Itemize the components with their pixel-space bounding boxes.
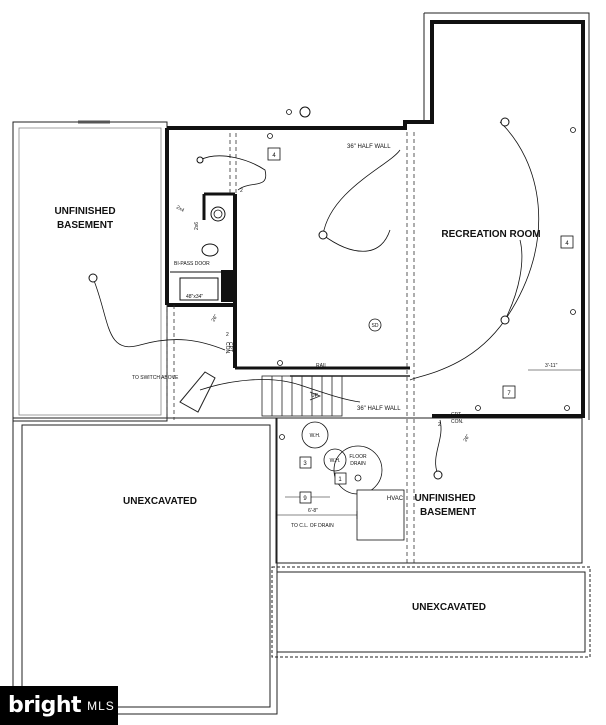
toilet-symbol (210, 206, 226, 222)
logo-suffix: MLS (87, 698, 115, 713)
unexcavated-left-outline (12, 417, 278, 715)
room-recreation: RECREATION ROOM (441, 229, 540, 240)
room-unfinished-left-1: UNFINISHED (54, 206, 115, 217)
note-half-wall-bottom: 36" HALF WALL (357, 406, 401, 412)
note-dim-2b: 2 (438, 422, 441, 428)
light-fixture (88, 106, 510, 480)
tag-3: 3 (303, 461, 307, 467)
note-half-wall-top: 36" HALF WALL (347, 144, 391, 150)
hvac-label: HVAC (387, 496, 404, 502)
wh-label-1: W.H. (310, 433, 321, 439)
door-swing-stair (179, 371, 216, 413)
water-heater-2 (323, 448, 347, 472)
tag-box-7 (502, 385, 516, 399)
tag-9: 9 (303, 496, 307, 502)
tag-box-1 (334, 472, 347, 485)
note-dim-3-11: 3'-11" (545, 363, 558, 369)
main-wall-top (167, 20, 585, 418)
room-unfinished-left-2: BASEMENT (57, 220, 113, 231)
tag-box-4-rec (560, 235, 574, 249)
note-dim-2x4: 2x4 (175, 205, 185, 214)
unfinished-right-outline (275, 417, 583, 564)
note-rail: RAIL (316, 363, 327, 369)
room-unexcavated-bottom: UNEXCAVATED (412, 602, 486, 613)
floor-drain-label-1: FLOOR (349, 454, 367, 460)
note-dim-26-right: 26" (463, 433, 472, 443)
logo-word: bright (8, 693, 82, 718)
tag-4-top: 4 (272, 153, 276, 159)
note-shower-size: 48"x34" (186, 294, 203, 300)
note-bipass-door: BI-PASS DOOR (174, 261, 210, 267)
tag-box-4-top (267, 147, 281, 161)
note-to-switch-above: TO SWITCH ABOVE (132, 375, 179, 381)
room-unfinished-right-2: BASEMENT (420, 507, 476, 518)
wiring-left (92, 277, 226, 351)
sink-symbol (201, 243, 219, 257)
room-unexcavated-left: UNEXCAVATED (123, 496, 197, 507)
tag-box-3 (299, 456, 312, 469)
staircase (261, 375, 410, 417)
wh-label-2: W.H. (330, 458, 341, 464)
tag-box-9 (299, 491, 312, 504)
sd-label: SD (372, 323, 379, 329)
floor-drain-label-2: DRAIN (350, 461, 366, 467)
bright-mls-logo: bright MLS (0, 686, 118, 725)
tag-1: 1 (338, 477, 342, 483)
room-unfinished-right-1: UNFINISHED (414, 493, 475, 504)
note-cpt-con-left: CPT (227, 342, 233, 352)
hvac-unit (356, 489, 405, 541)
wiring-rec-room (322, 121, 540, 381)
receptacle-symbols (267, 109, 576, 440)
note-to-cl-drain: TO C.L. OF DRAIN (291, 523, 334, 529)
shower-stall (179, 277, 219, 301)
note-cpt-con-left-2: CON. (224, 342, 230, 355)
water-heater-1 (301, 421, 329, 449)
note-dim-2c: 2 (226, 332, 229, 338)
note-dim-2a: 2 (240, 188, 243, 194)
note-up: UP (311, 393, 319, 399)
note-dim-26-left: 26" (211, 313, 220, 323)
smoke-detector (368, 318, 382, 332)
note-con: CON. (451, 419, 464, 425)
note-cpt: CPT (451, 412, 461, 418)
tag-4-rec: 4 (565, 241, 569, 247)
note-dim-6-8: 6'-8" (308, 508, 318, 514)
tag-7: 7 (507, 391, 511, 397)
unexcavated-bottom-outline (271, 566, 591, 658)
note-dim-2x6: 2x6 (194, 222, 200, 230)
